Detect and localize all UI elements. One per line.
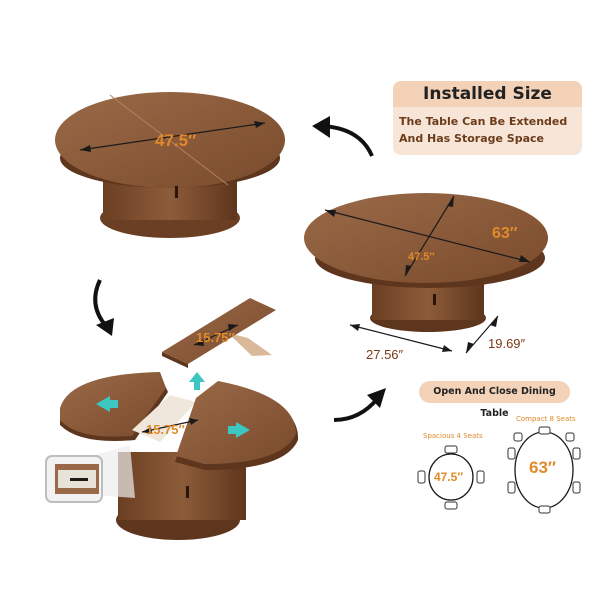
seating-diagram-large: [507, 426, 581, 514]
round-table-dimension-line: [79, 122, 266, 151]
round-table-top: [55, 92, 285, 188]
base-width-label: 19.69″: [488, 336, 526, 351]
large-seats-caption: Compact 8 Seats: [516, 415, 576, 423]
arrow-to-round: [312, 116, 374, 157]
banner-subtitle: The Table Can Be Extended And Has Storag…: [399, 115, 568, 145]
round-table: [55, 92, 285, 238]
dining-table-label: Open And Close Dining Table: [419, 381, 570, 419]
oval-table: [304, 193, 548, 354]
oval-length-line: [324, 209, 531, 263]
banner-title: Installed Size: [393, 81, 582, 107]
slide-right-arrow-icon: [228, 422, 250, 438]
small-seats-caption: Spacious 4 Seats: [423, 432, 483, 440]
oval-width-line: [404, 195, 455, 277]
arrow-to-oval: [333, 388, 386, 422]
small-size-label: 47.5″: [434, 470, 464, 484]
base-depth-line: [349, 324, 453, 352]
slide-left-arrow-icon: [96, 396, 118, 412]
oval-width-label: 47.5″: [408, 251, 435, 263]
magnifier-inset: [45, 445, 135, 503]
oval-table-top: [304, 193, 548, 283]
round-table-handle: [175, 186, 178, 198]
gap-length-label: 15.75″: [146, 422, 185, 437]
arrow-to-expand: [93, 279, 114, 336]
base-depth-label: 27.56″: [366, 347, 404, 362]
leaf-length-label: 15.75″: [196, 330, 235, 345]
oval-table-handle: [433, 294, 436, 305]
seating-diagram-small: [417, 445, 485, 510]
extension-leaf: [162, 298, 276, 368]
round-table-seam: [109, 94, 229, 186]
installed-size-banner: Installed Size The Table Can Be Extended…: [393, 81, 582, 155]
oval-length-label: 63″: [492, 225, 518, 242]
round-diameter-label: 47.5″: [155, 131, 197, 150]
split-table-handle: [186, 486, 189, 498]
lift-arrow-icon: [189, 372, 205, 390]
large-size-label: 63″: [529, 458, 557, 477]
